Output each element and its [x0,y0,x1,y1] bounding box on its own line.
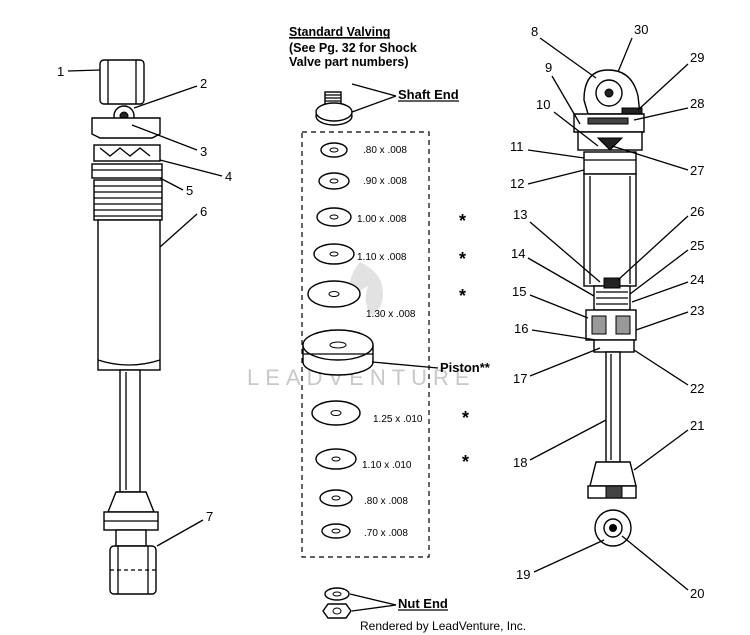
callout-28: 28 [690,96,704,111]
shim-star-4: * [459,249,466,269]
nut-end-part: Nut End [322,587,448,619]
watermark-logo-icon [349,262,383,316]
callout-29: 29 [690,50,704,65]
callout-2: 2 [200,76,207,91]
callout-1: 1 [57,64,64,79]
callout-9: 9 [545,60,552,75]
callout-11: 11 [510,139,524,154]
shim-size-3: 1.00 x .008 [357,214,407,225]
callout-23: 23 [690,303,704,318]
shim-stack: .80 x .008 .90 x .008 1.00 x .008 * 1.10… [302,142,491,539]
valving-note-line2: Valve part numbers) [289,55,409,69]
shim-6: 1.25 x .010 * [311,400,469,428]
valving-title: Standard Valving [289,25,390,39]
shim-8: .80 x .008 [319,489,408,507]
callout-6: 6 [200,204,207,219]
shim-star-3: * [459,211,466,231]
callout-5: 5 [186,183,193,198]
nut-end-label: Nut End [398,596,448,611]
shim-star-5: * [459,286,466,306]
callout-3: 3 [200,144,207,159]
shaft-end-label: Shaft End [398,87,459,102]
callout-16: 16 [514,321,528,336]
callout-15: 15 [512,284,526,299]
full-shock-view [91,59,163,595]
shim-4: 1.10 x .008 * [313,243,466,269]
shim-3: 1.00 x .008 * [316,207,466,231]
callout-19: 19 [516,567,530,582]
cutaway-shock-view [573,69,645,547]
callout-20: 20 [690,586,704,601]
shim-star-7: * [462,452,469,472]
callout-10: 10 [536,97,550,112]
callout-8: 8 [531,24,538,39]
shim-1: .80 x .008 [320,142,407,158]
callout-27: 27 [690,163,704,178]
callout-12: 12 [510,176,524,191]
shim-9: .70 x .008 [321,523,408,539]
callout-22: 22 [690,381,704,396]
shim-size-2: .90 x .008 [363,176,407,187]
shim-size-7: 1.10 x .010 [362,460,412,471]
shim-size-9: .70 x .008 [364,528,408,539]
callout-25: 25 [690,238,704,253]
callout-26: 26 [690,204,704,219]
callout-17: 17 [513,371,527,386]
shim-2: .90 x .008 [318,172,407,190]
valving-header: Standard Valving (See Pg. 32 for Shock V… [289,25,417,69]
callout-4: 4 [225,169,232,184]
callout-30: 30 [634,22,648,37]
callout-21: 21 [690,418,704,433]
valving-note-line1: (See Pg. 32 for Shock [289,41,417,55]
shim-size-5: 1.30 x .008 [366,309,416,320]
left-callouts: 1 2 3 4 5 6 7 [57,64,232,547]
valving-stack-box [301,131,430,558]
right-callouts: 8 9 10 11 12 13 14 15 16 17 18 19 20 21 … [510,22,704,601]
shim-size-4: 1.10 x .008 [357,252,407,263]
shim-star-6: * [462,408,469,428]
shim-size-8: .80 x .008 [364,496,408,507]
shim-5: 1.30 x .008 * [307,280,466,320]
shim-size-1: .80 x .008 [363,145,407,156]
shaft-end-part: Shaft End [315,83,459,126]
shim-size-6: 1.25 x .010 [373,414,423,425]
callout-14: 14 [511,246,525,261]
shim-7: 1.10 x .010 * [315,448,469,472]
piston-label: Piston** [440,360,491,375]
callout-7: 7 [206,509,213,524]
thread-lines [94,185,162,217]
piston: Piston** [302,329,491,376]
callout-24: 24 [690,272,704,287]
callout-13: 13 [513,207,527,222]
callout-18: 18 [513,455,527,470]
credit-text: Rendered by LeadVenture, Inc. [360,619,526,633]
